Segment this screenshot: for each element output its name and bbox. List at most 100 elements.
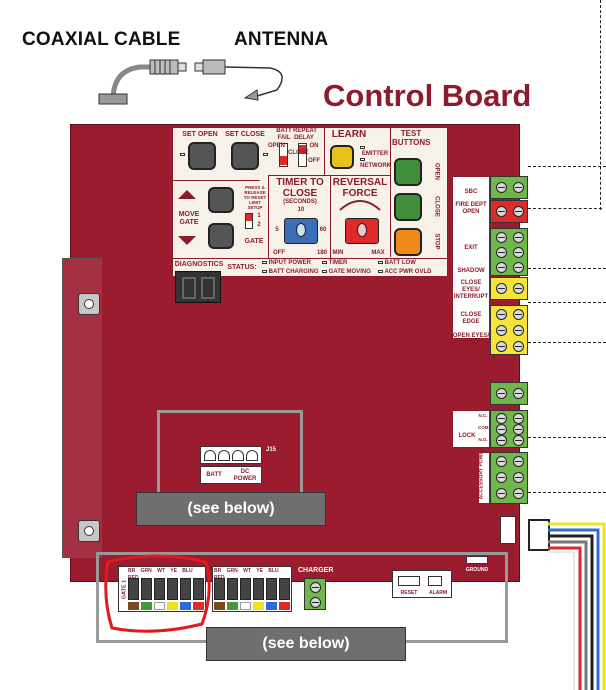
gray-outline-top [157, 410, 302, 413]
reversal-force-section [330, 175, 390, 258]
reset-limit-label: PRESS & RELEASE TO RESET LIMIT SETUP [243, 185, 267, 210]
status-batt-low: BATT LOW [378, 260, 438, 267]
leader-line-3 [528, 268, 606, 269]
status-batt-charging: BATT CHARGING [262, 269, 322, 276]
leader-line-7 [528, 492, 606, 493]
bottom-outline-right [505, 552, 508, 642]
move-gate-up-button[interactable] [208, 187, 234, 213]
gate-2-label: 2 [257, 222, 261, 228]
lock-no-label: N.O. [478, 437, 488, 442]
status-label: STATUS: [227, 264, 257, 271]
close-edge-label: CLOSE EDGE [460, 312, 482, 325]
coaxial-antenna-illustration [98, 59, 283, 105]
learn-section [324, 127, 390, 175]
j15-connector[interactable] [200, 446, 262, 464]
batt-fail-switch[interactable] [279, 143, 288, 167]
page-title: Control Board [323, 78, 532, 113]
force-min-label: MIN [332, 250, 344, 256]
test-open-label: OPEN [433, 162, 440, 180]
set-close-led [263, 153, 268, 156]
charger-terminal[interactable] [304, 578, 326, 610]
seconds-label: (SECONDS) [283, 199, 317, 205]
antenna-dashed-lead [600, 0, 601, 210]
test-buttons-label: TEST BUTTONS [392, 129, 431, 147]
see-below-box-2: (see below) [206, 627, 406, 661]
status-row [172, 258, 448, 277]
leader-line-1 [528, 166, 606, 167]
leader-line-6 [528, 437, 606, 438]
arrow-down-icon [178, 236, 196, 245]
set-close-label: SET CLOSE [225, 131, 265, 138]
antenna-label: ANTENNA [234, 29, 329, 50]
accessory-power-terminal[interactable] [490, 452, 528, 504]
reversal-force-dial[interactable] [345, 218, 379, 244]
wire-harness-plug[interactable] [528, 519, 550, 551]
switch-off-label: OFF [308, 158, 320, 164]
ground-terminal[interactable] [466, 556, 488, 564]
test-open-button[interactable] [394, 158, 422, 186]
emitter-led [360, 146, 365, 149]
see-below-box-1: (see below) [136, 492, 326, 526]
gate2-screws [214, 578, 290, 600]
test-close-button[interactable] [394, 193, 422, 221]
interrupt-terminal[interactable] [490, 277, 528, 300]
spare-terminal[interactable] [490, 382, 528, 405]
emitter-label: EMITTER [361, 151, 389, 157]
exp-board-connector[interactable] [500, 516, 516, 544]
set-open-label: SET OPEN [182, 131, 218, 138]
learn-button[interactable] [330, 145, 354, 169]
status-input-power: INPUT POWER [262, 260, 322, 267]
move-gate-down-button[interactable] [208, 223, 234, 249]
alarm-connector[interactable] [428, 576, 442, 586]
close-eyes-interrupt-label: CLOSE EYES/ INTERRUPT [453, 280, 489, 300]
bottom-outline-bottom-l [96, 640, 206, 643]
gate-1-label: 1 [257, 213, 261, 219]
reset-alarm-panel [392, 570, 452, 598]
network-led [360, 158, 365, 161]
status-acc-pwr: ACC PWR OVLD [378, 269, 448, 276]
test-stop-button[interactable] [394, 228, 422, 256]
sbc-label: SBC [464, 189, 478, 195]
leader-line-4 [528, 302, 606, 303]
j15-label: J15 [265, 447, 276, 453]
gate1-screws [128, 578, 204, 600]
timer-10-label: 10 [297, 207, 305, 213]
gate-select-switch[interactable] [245, 213, 253, 229]
force-arc-icon [339, 200, 381, 211]
gate1-highlight [104, 554, 211, 633]
lock-nc-label: N.C. [478, 413, 488, 418]
mount-hole-top [78, 293, 100, 315]
edge-terminal[interactable] [490, 305, 528, 355]
lock-com-label: COM [478, 425, 489, 430]
timer-dial[interactable] [284, 218, 318, 244]
force-max-label: MAX [371, 250, 385, 256]
exit-label: EXIT [464, 245, 478, 251]
sbc-terminal[interactable] [490, 176, 528, 199]
arrow-up-icon [178, 190, 196, 199]
set-close-button[interactable] [231, 142, 259, 170]
reset-dip-switch[interactable] [398, 576, 420, 586]
gate2-terminal-strip[interactable] [212, 566, 292, 612]
ground-label: GROUND [465, 567, 489, 573]
network-label: NETWORK [360, 163, 391, 169]
batt-dc-label-box [200, 466, 262, 484]
charger-label: CHARGER [298, 567, 334, 574]
move-gate-section [172, 180, 260, 258]
fire-dept-terminal[interactable] [490, 200, 528, 223]
lock-terminal[interactable] [490, 410, 528, 448]
open-eyes-edge-label: OPEN EYES/ EDGE [452, 333, 490, 346]
reversal-force-label: REVERSAL FORCE [332, 177, 388, 199]
repeat-delay-label: REPEAT DELAY [293, 128, 317, 141]
diagnostics-label: DIAGNOSTICS [174, 261, 224, 268]
gate1-color-codes [128, 602, 204, 610]
set-open-button[interactable] [188, 142, 216, 170]
lock-label-panel [452, 410, 490, 448]
set-open-led [180, 153, 185, 156]
dc-power-label: DC POWER [233, 469, 257, 482]
gate-label: GATE [244, 238, 264, 245]
exit-shadow-terminal[interactable] [490, 228, 528, 276]
leader-line-5 [528, 342, 606, 343]
bottom-outline-left [96, 552, 99, 642]
repeat-delay-switch[interactable] [298, 143, 307, 167]
test-buttons-section [390, 127, 448, 257]
